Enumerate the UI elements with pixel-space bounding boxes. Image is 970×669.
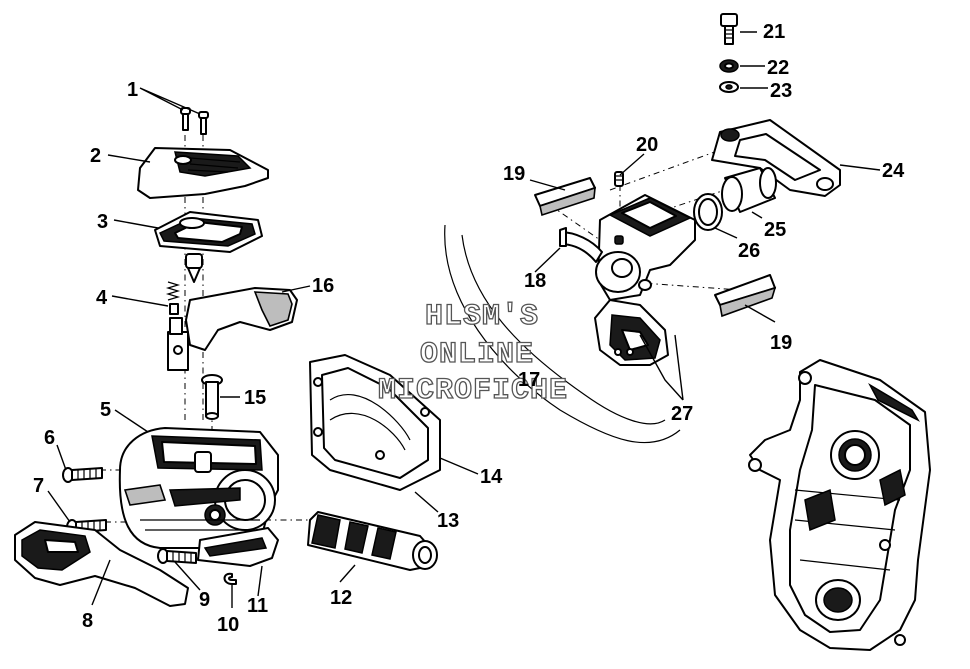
ring-part-26	[693, 193, 723, 231]
callout-14: 14	[480, 466, 503, 488]
callout-26: 26	[738, 240, 760, 262]
callout-25: 25	[764, 219, 786, 241]
callout-19-upper: 19	[503, 163, 525, 185]
callout-24: 24	[882, 160, 905, 182]
bushing-part-25	[721, 167, 777, 213]
callout-13: 13	[437, 510, 459, 532]
plug	[185, 253, 203, 283]
gearcase-outline-guide	[444, 224, 681, 444]
clamp-part-11	[197, 527, 279, 567]
screw-part-6	[62, 467, 103, 483]
callout-19-lower: 19	[770, 332, 792, 354]
screw-part-9	[157, 548, 197, 564]
callout-3: 3	[97, 211, 108, 233]
callout-4: 4	[96, 287, 108, 309]
gearcase-housing	[748, 359, 931, 651]
cover-part-2	[137, 147, 269, 199]
callout-12: 12	[330, 587, 352, 609]
callout-16: 16	[312, 275, 334, 297]
callout-9: 9	[199, 589, 210, 611]
callout-5: 5	[100, 399, 111, 421]
pad-part-19-lower	[714, 274, 777, 318]
watermark-line-1: HLSM'S	[425, 300, 539, 334]
diaphragm-part-3	[154, 211, 263, 253]
callout-1: 1	[127, 79, 138, 101]
pivot-bracket	[167, 317, 189, 371]
callout-18: 18	[524, 270, 546, 292]
callout-2: 2	[90, 145, 101, 167]
grip-part-12	[307, 511, 438, 571]
watermark: HLSM'S ONLINE MICROFICHE	[377, 299, 568, 408]
brake-lever-part-8	[14, 521, 189, 607]
throttle-lever-part-16	[185, 287, 298, 351]
callout-27: 27	[671, 403, 693, 425]
callout-10: 10	[217, 614, 239, 636]
bracket-part-24	[711, 119, 841, 197]
bleed-screw-part-20	[614, 171, 624, 187]
pin-part-15	[201, 374, 223, 420]
callout-labels: 1 2 3 4 16 15 5 6 7 8 9 10 11 12 13 14 1…	[33, 21, 905, 636]
callout-11: 11	[247, 595, 268, 617]
callout-20: 20	[636, 134, 658, 156]
hose-fitting-part-18	[559, 227, 603, 263]
housing-part-5	[118, 427, 279, 549]
bolt-part-21	[720, 13, 738, 45]
callout-23: 23	[770, 80, 792, 102]
leader-lines	[47, 31, 881, 608]
callout-15: 15	[244, 387, 266, 409]
callout-22: 22	[767, 57, 789, 79]
callout-21: 21	[763, 21, 785, 43]
callout-7: 7	[33, 475, 44, 497]
watermark-line-2: ONLINE	[420, 338, 534, 372]
gearcase-outline-guide-inner	[461, 234, 666, 425]
callout-6: 6	[44, 427, 55, 449]
spring-part-4	[165, 281, 181, 315]
clip-part-10	[223, 572, 237, 585]
cover-plate-part-14	[309, 354, 441, 491]
screws-part-1	[180, 107, 209, 135]
callout-17: 17	[518, 369, 540, 391]
caliper-body	[595, 194, 696, 301]
watermark-line-3: MICROFICHE	[378, 374, 568, 408]
pad-part-19-upper	[534, 177, 596, 217]
callout-8: 8	[82, 610, 93, 632]
brake-pads-part-27	[594, 299, 669, 366]
